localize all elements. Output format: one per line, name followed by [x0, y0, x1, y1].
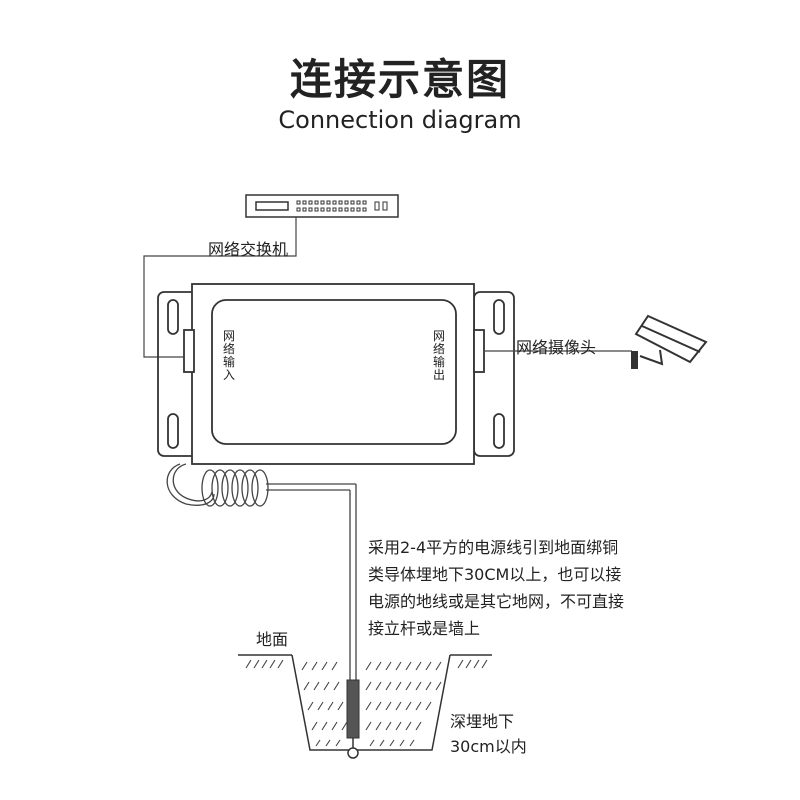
note-line: 采用2-4平方的电源线引到地面绑铜	[368, 538, 619, 557]
output-port-label: 网络输出	[432, 329, 445, 382]
ground-rod-icon	[346, 679, 360, 759]
surge-protector-device	[157, 283, 515, 465]
camera-label: 网络摄像头	[516, 338, 597, 357]
input-port-label: 网络输入	[222, 329, 235, 382]
note-line: 电源的地线或是其它地网，不可直接	[368, 592, 625, 611]
soil-hatching	[245, 659, 488, 747]
depth-label-line1: 深埋地下	[450, 712, 515, 731]
depth-label-line2: 30cm以内	[450, 737, 527, 756]
grounding-instructions: 采用2-4平方的电源线引到地面绑铜 类导体埋地下30CM以上，也可以接 电源的地…	[368, 534, 658, 642]
ground-wire-coil	[166, 463, 357, 680]
page-subtitle: Connection diagram	[278, 106, 522, 134]
note-line: 接立杆或是墙上	[368, 619, 481, 638]
network-switch-icon	[245, 194, 399, 218]
cctv-camera-icon	[631, 314, 708, 369]
ground-pit	[238, 654, 492, 751]
switch-label: 网络交换机	[208, 240, 289, 259]
page-title: 连接示意图	[289, 55, 510, 104]
ground-label: 地面	[256, 630, 289, 649]
note-line: 类导体埋地下30CM以上，也可以接	[368, 565, 622, 584]
